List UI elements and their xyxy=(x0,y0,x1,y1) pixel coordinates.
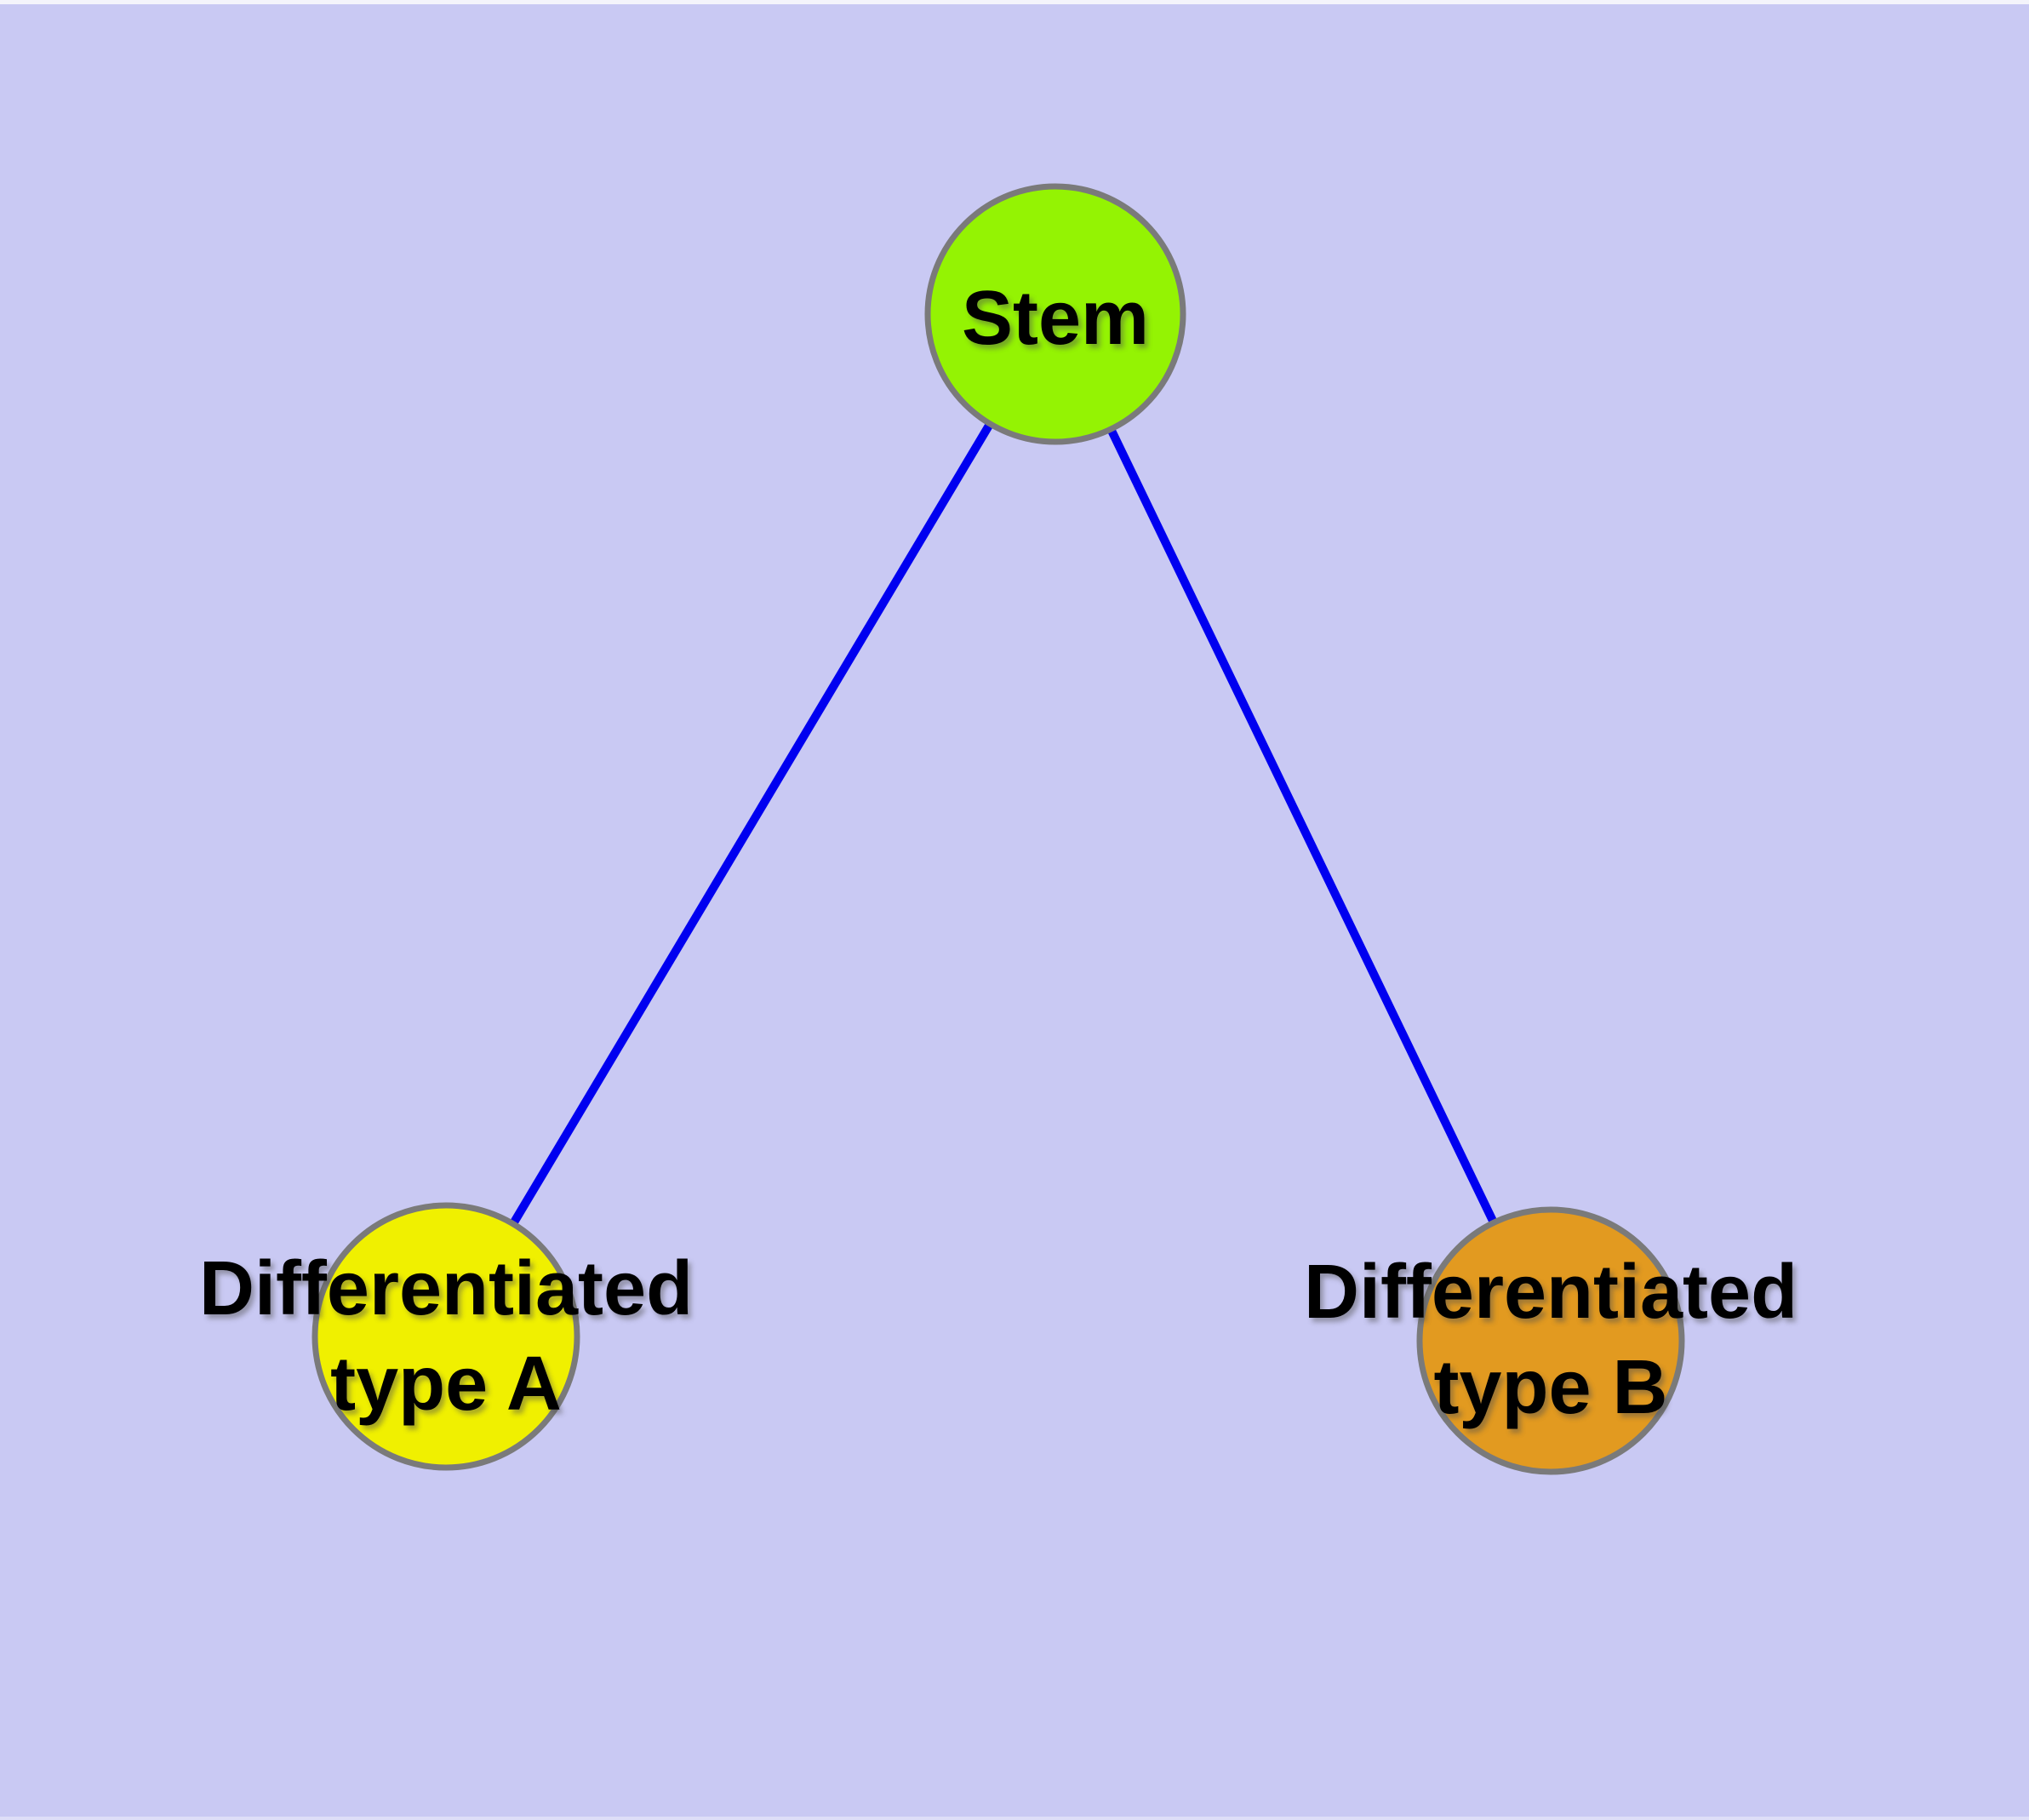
node-stem-label-line1: Stem xyxy=(961,276,1150,361)
node-differentiated-type-b-label: Differentiated type B xyxy=(1304,1245,1798,1435)
node-stem-circle xyxy=(924,183,1186,445)
top-edge-strip xyxy=(0,0,2029,4)
edge-stem-to-type-b xyxy=(1051,312,1555,1343)
node-differentiated-type-a-circle xyxy=(311,1202,580,1471)
edge-stem-to-type-a xyxy=(442,312,1060,1339)
bottom-edge-strip xyxy=(0,1817,2029,1820)
node-differentiated-type-a-label-line2: type A xyxy=(330,1342,562,1427)
node-stem-label: Stem xyxy=(962,271,1149,366)
node-differentiated-type-b-label-line2: type B xyxy=(1433,1345,1668,1430)
node-differentiated-type-a-label-line1: Differentiated xyxy=(198,1246,694,1331)
node-differentiated-type-b-circle xyxy=(1416,1206,1685,1475)
node-differentiated-type-b-label-line1: Differentiated xyxy=(1303,1250,1798,1335)
node-differentiated-type-a-label: Differentiated type A xyxy=(199,1241,693,1432)
